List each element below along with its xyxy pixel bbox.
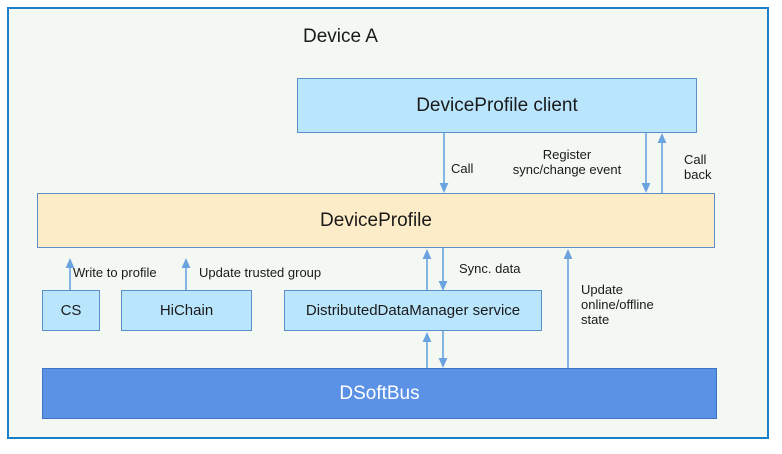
- edge-update-online-offline-state: [560, 247, 580, 369]
- edge-call: [436, 133, 456, 195]
- node-distributeddatamanager-service[interactable]: DistributedDataManager service: [284, 290, 542, 331]
- page-title: Device A: [303, 26, 378, 47]
- edge-update-trusted-group: [178, 256, 198, 292]
- node-label: DistributedDataManager service: [305, 302, 521, 319]
- node-deviceprofile-client[interactable]: DeviceProfile client: [297, 78, 697, 133]
- edge-label-update-online-offline-state: Update online/offline state: [581, 282, 654, 327]
- node-label: DSoftBus: [339, 382, 420, 404]
- edge-sync-data: [419, 247, 455, 293]
- edge-call-back: [654, 131, 674, 195]
- node-label: HiChain: [159, 302, 214, 319]
- edge-label-call: Call: [451, 161, 474, 176]
- edge-label-register-sync-change-event: Register sync/change event: [512, 147, 622, 177]
- node-cs[interactable]: CS: [42, 290, 100, 331]
- node-label: DeviceProfile client: [416, 94, 578, 116]
- node-label: CS: [60, 302, 82, 319]
- edge-label-call-back: Call back: [684, 152, 712, 182]
- node-hichain[interactable]: HiChain: [121, 290, 252, 331]
- node-dsoftbus[interactable]: DSoftBus: [42, 368, 717, 419]
- edge-ddm-dsoftbus: [419, 330, 455, 370]
- edge-label-sync-data: Sync. data: [459, 261, 521, 276]
- node-deviceprofile[interactable]: DeviceProfile: [37, 193, 715, 248]
- node-label: DeviceProfile: [320, 209, 432, 231]
- edge-write-to-profile: [62, 256, 82, 292]
- edge-register-sync-change-event: [638, 133, 658, 195]
- edge-label-update-trusted-group: Update trusted group: [199, 265, 322, 280]
- edge-label-write-to-profile: Write to profile: [73, 265, 157, 280]
